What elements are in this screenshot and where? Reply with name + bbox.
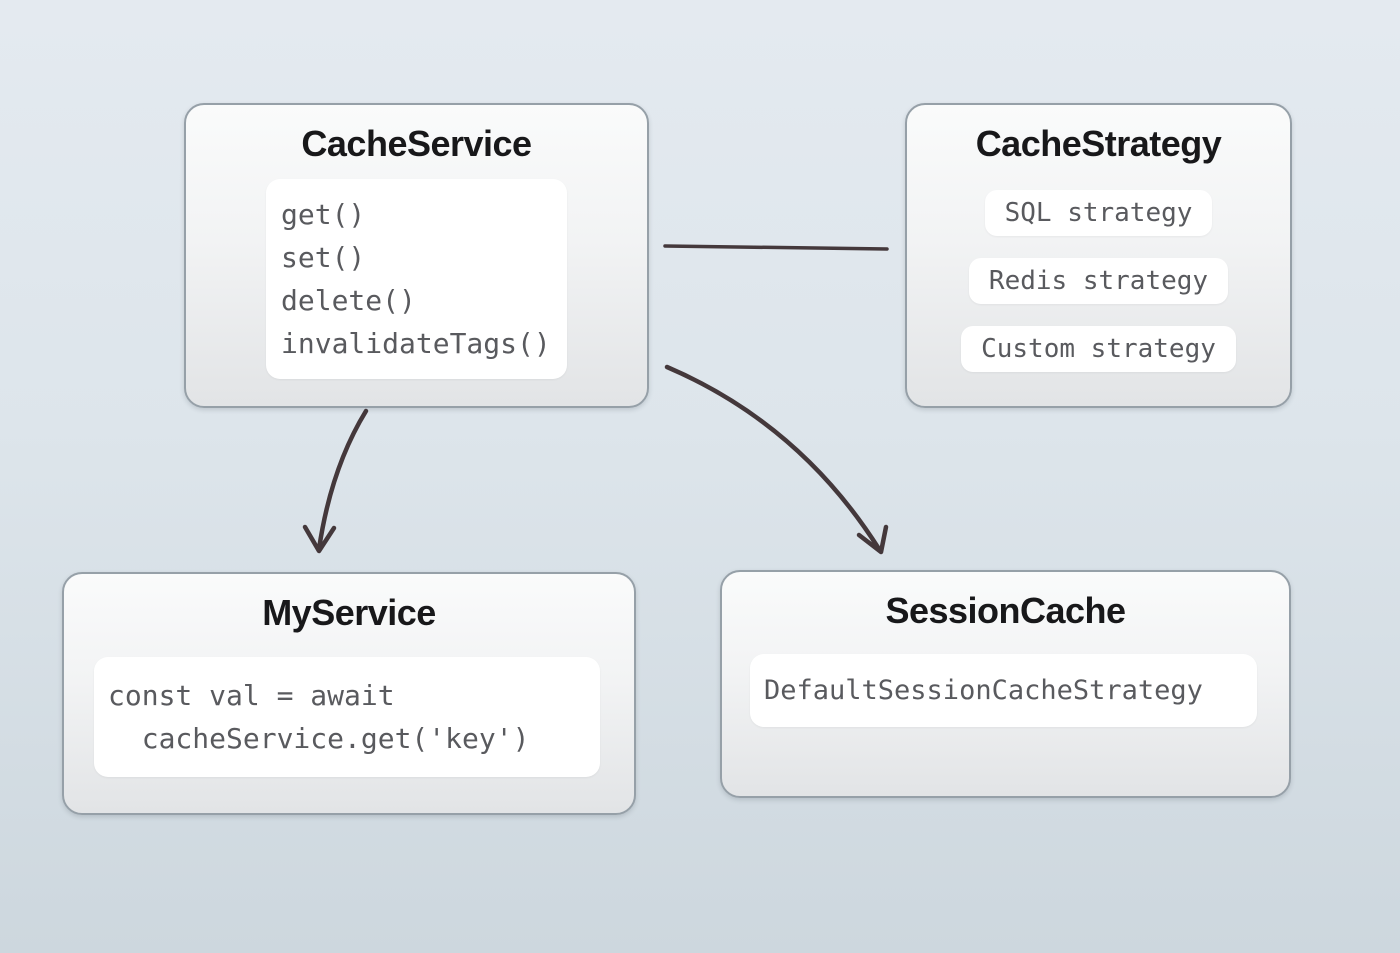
connector-cacheservice-myservice <box>302 408 369 554</box>
strategy-pill-redis: Redis strategy <box>968 258 1229 304</box>
cache-service-title: CacheService <box>301 123 532 164</box>
arrowhead-sessioncache <box>856 524 889 555</box>
node-session-cache: SessionCache DefaultSessionCacheStrategy <box>720 570 1291 798</box>
my-service-code-panel: const val = await cacheService.get('key'… <box>94 657 600 777</box>
my-service-title: MyService <box>262 592 436 633</box>
usage-code-line-1: const val = await <box>108 679 395 712</box>
connector-cacheservice-sessioncache <box>664 364 889 555</box>
method-delete: delete() <box>281 284 416 317</box>
strategy-pill-custom: Custom strategy <box>961 326 1236 372</box>
method-invalidate-tags: invalidateTags() <box>281 327 551 360</box>
session-cache-strategy-panel: DefaultSessionCacheStrategy <box>750 654 1257 727</box>
node-cache-service: CacheService get() set() delete() invali… <box>184 103 649 408</box>
method-set: set() <box>281 241 366 274</box>
default-session-cache-strategy-label: DefaultSessionCacheStrategy <box>764 675 1203 706</box>
cache-strategy-title: CacheStrategy <box>975 123 1222 164</box>
method-get: get() <box>281 198 366 231</box>
strategy-pill-stack: SQL strategy Redis strategy Custom strat… <box>907 190 1290 372</box>
session-cache-title: SessionCache <box>885 590 1126 631</box>
node-my-service: MyService const val = await cacheService… <box>62 572 636 815</box>
usage-code-line-2: cacheService.get('key') <box>108 722 530 755</box>
connector-cacheservice-cachestrategy <box>663 244 889 251</box>
node-cache-strategy: CacheStrategy SQL strategy Redis strateg… <box>905 103 1292 408</box>
cache-service-methods-panel: get() set() delete() invalidateTags() <box>266 179 567 379</box>
strategy-pill-sql: SQL strategy <box>984 190 1213 236</box>
arrowhead-myservice <box>302 524 337 554</box>
